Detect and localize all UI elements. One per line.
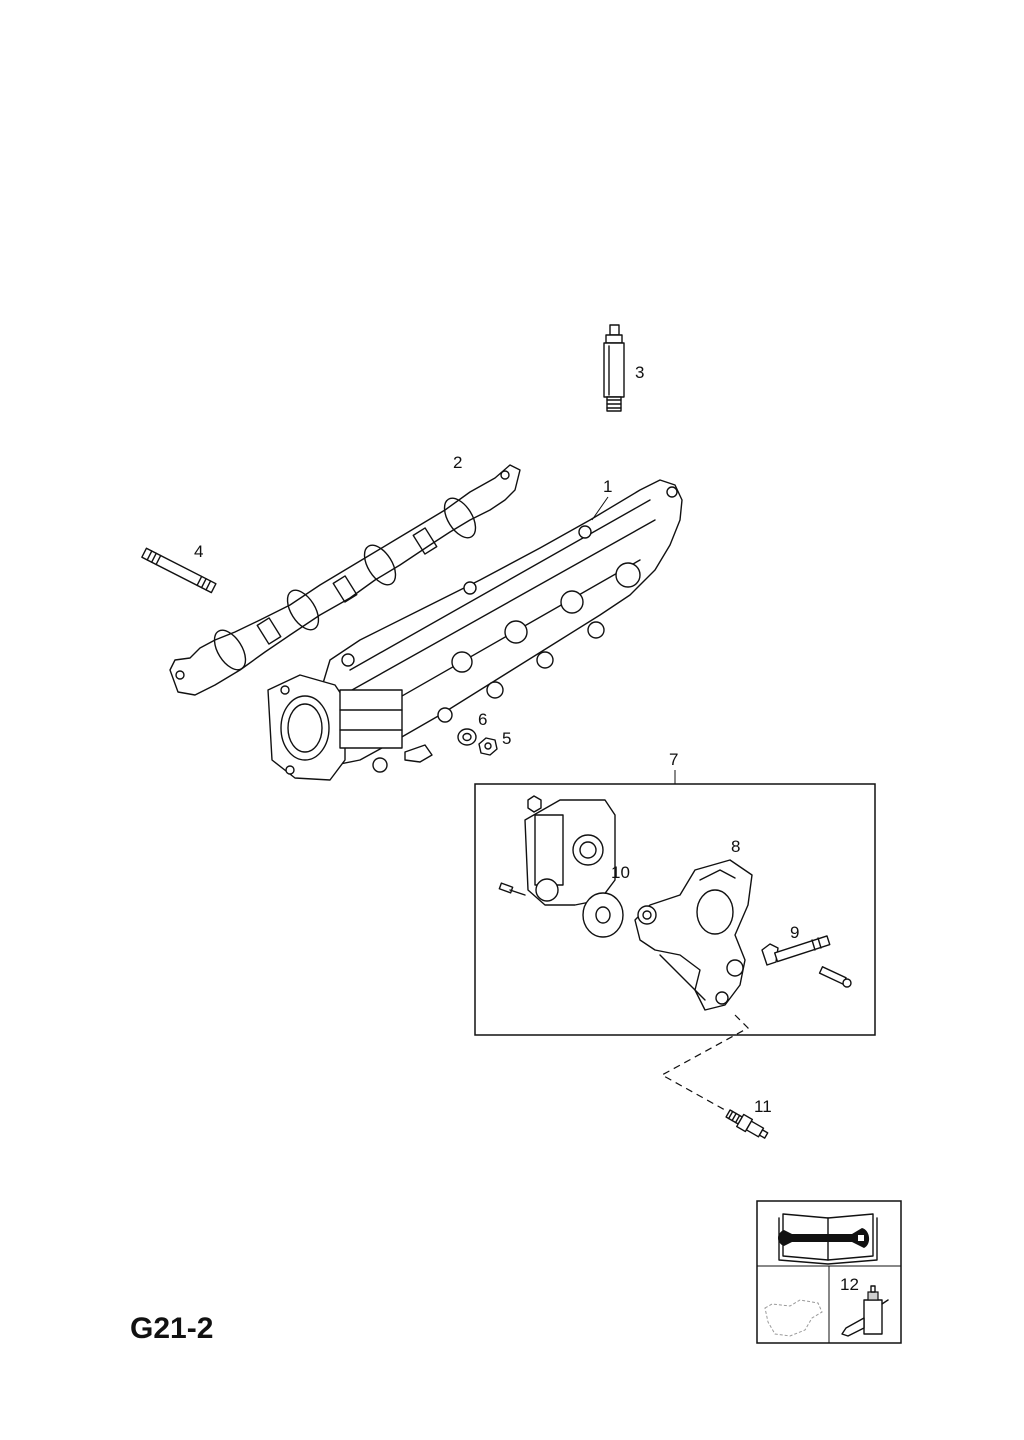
part-10-actuator (498, 795, 624, 938)
callout-3: 3 (635, 363, 644, 382)
sealant-applicator-icon (841, 1285, 889, 1337)
part-2-gasket (169, 464, 521, 696)
part-9-screw (818, 966, 852, 988)
repair-manual-wrench-icon (778, 1213, 878, 1265)
oil-pan-outline-icon (764, 1299, 823, 1337)
part-5-nut (478, 737, 498, 756)
part-6-washer (457, 728, 477, 746)
page-code: G21-2 (130, 1312, 214, 1345)
callout-4: 4 (194, 542, 203, 561)
part-3-stud (603, 324, 625, 412)
callout-2: 2 (453, 453, 462, 472)
callout-10: 10 (611, 863, 630, 882)
callout-7: 7 (669, 750, 678, 769)
dashed-link-to-part-11 (660, 1014, 749, 1111)
part-9-bolt (761, 935, 831, 966)
part-8-bracket (634, 859, 753, 1011)
callout-8: 8 (731, 837, 740, 856)
callout-12: 12 (840, 1275, 859, 1294)
callout-5: 5 (502, 729, 511, 748)
callout-1: 1 (603, 477, 612, 496)
callout-11: 11 (754, 1097, 772, 1116)
part-4-stud (141, 547, 217, 594)
callout-9: 9 (790, 923, 799, 942)
part-11-sensor (725, 1109, 769, 1139)
part-1-intake-manifold (267, 479, 683, 781)
legend-box: 12 (756, 1200, 902, 1344)
callout-6: 6 (478, 710, 487, 729)
